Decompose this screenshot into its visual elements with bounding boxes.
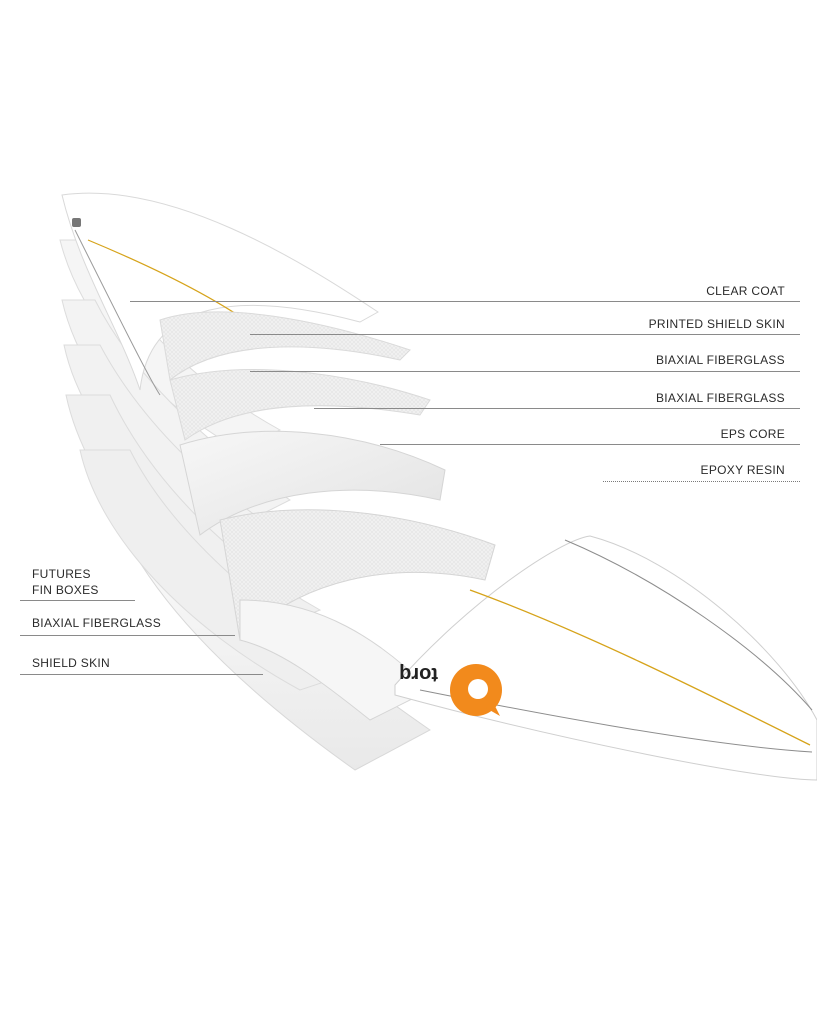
label-printed-shield-skin: PRINTED SHIELD SKIN (648, 317, 785, 331)
fiberglass-sheets (159, 311, 496, 721)
leader-biaxial-fiberglass-bottom (20, 635, 235, 636)
label-eps-core: EPS CORE (720, 427, 785, 441)
leader-futures-fin-boxes (20, 600, 135, 601)
leash-plug-icon (72, 218, 81, 227)
label-shield-skin: SHIELD SKIN (32, 656, 110, 670)
board-nose-section: torq (394, 535, 817, 781)
leader-eps-core (380, 444, 800, 445)
torq-logo: torq (399, 663, 502, 716)
label-futures-line1: FUTURES (32, 567, 91, 581)
leader-clear-coat (130, 301, 800, 302)
logo-wordmark: torq (399, 663, 438, 685)
leader-biaxial-fiberglass-top-1 (250, 371, 800, 372)
label-futures-fin-boxes: FUTURES FIN BOXES (32, 566, 99, 598)
label-biaxial-fiberglass-top-2: BIAXIAL FIBERGLASS (655, 391, 785, 405)
label-biaxial-fiberglass-top-1: BIAXIAL FIBERGLASS (655, 353, 785, 367)
leader-printed-shield-skin (250, 334, 800, 335)
label-fin-boxes-line2: FIN BOXES (32, 583, 99, 597)
label-biaxial-fiberglass-bottom: BIAXIAL FIBERGLASS (32, 616, 162, 630)
label-epoxy-resin: EPOXY RESIN (700, 463, 785, 477)
leader-epoxy-resin (603, 481, 800, 482)
label-clear-coat: CLEAR COAT (706, 284, 785, 298)
leader-biaxial-fiberglass-top-2 (314, 408, 800, 409)
leader-shield-skin (20, 674, 263, 675)
